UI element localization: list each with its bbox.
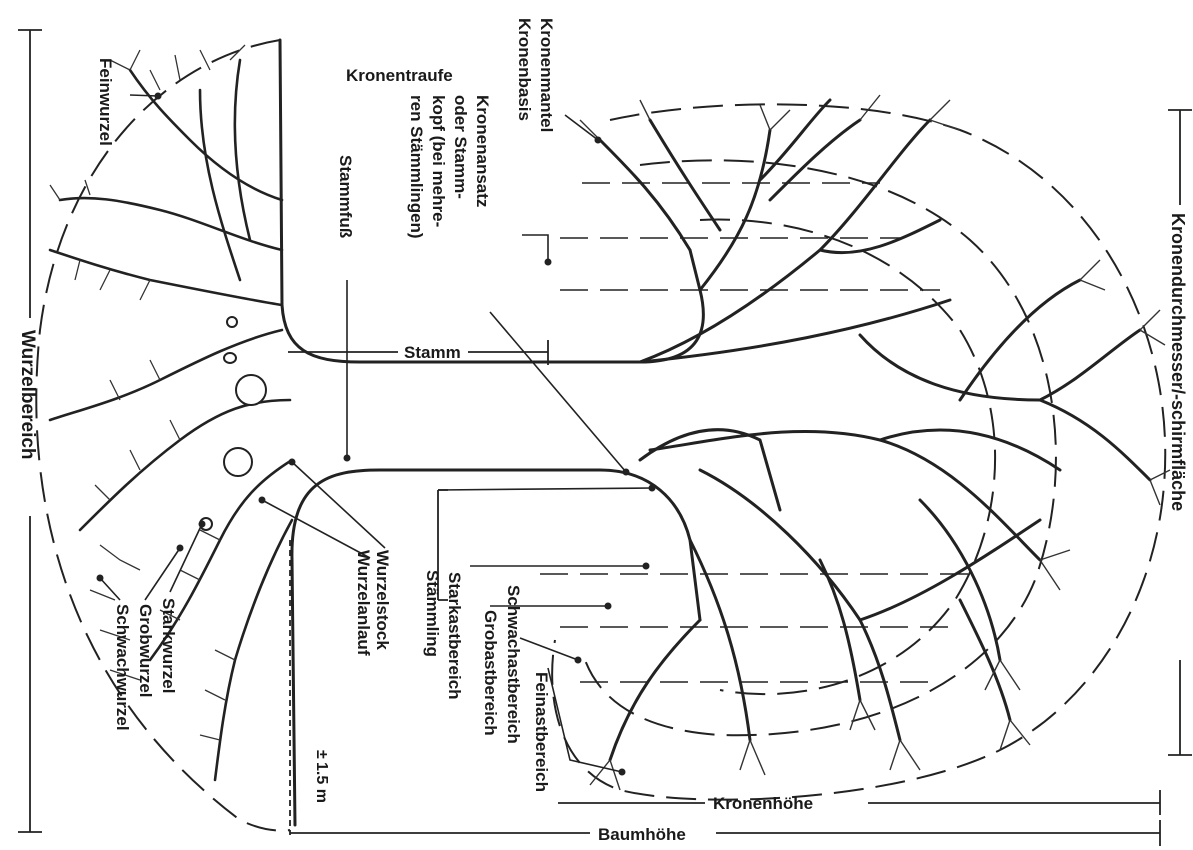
root-nodes <box>200 317 266 530</box>
branch <box>820 560 860 700</box>
label-grobwurzel: Grobwurzel <box>136 604 155 698</box>
twig <box>580 100 1105 290</box>
root <box>235 60 250 240</box>
label-feinwurzel: Feinwurzel <box>96 58 115 146</box>
leader-schwachwurzel <box>100 578 120 600</box>
leader-dot <box>595 137 602 144</box>
leader-dot <box>605 603 612 610</box>
label-kronenansatz-line1: Kronenansatz <box>473 95 492 207</box>
leader-lines <box>100 95 652 772</box>
leader-kronenbasis <box>522 235 548 262</box>
label-kronenansatz-line2: oder Stamm- <box>451 95 470 199</box>
leader-dot <box>545 259 552 266</box>
branch <box>650 120 720 230</box>
leader-dot <box>155 93 162 100</box>
leader-kronenmantel <box>565 115 598 140</box>
label-kronenansatz-line3: kopf (bei mehre- <box>429 95 448 227</box>
branch <box>860 335 1040 400</box>
root-node <box>227 317 237 327</box>
branch <box>690 540 750 740</box>
leader-staemmling <box>438 488 652 490</box>
leader-dot <box>575 657 582 664</box>
label-kronenbasis: Kronenbasis <box>515 18 534 121</box>
leader-dot <box>289 459 296 466</box>
label-wurzelbereich: Wurzelbereich <box>17 330 38 460</box>
branch <box>820 220 940 253</box>
leader-dot <box>344 455 351 462</box>
label-stamm: Stamm <box>404 343 461 362</box>
label-starkastbereich: Starkastbereich <box>445 572 464 700</box>
branch <box>1040 330 1140 400</box>
twig <box>850 660 1020 730</box>
leader-dot <box>199 521 206 528</box>
twig <box>1000 550 1070 750</box>
root-node <box>236 375 266 405</box>
branch <box>960 600 1010 720</box>
label-stammfuss: Stammfuß <box>336 155 355 238</box>
dimension-lines <box>18 30 1192 846</box>
label-starkwurzel: Starkwurzel <box>159 598 178 693</box>
branch <box>610 620 700 760</box>
root <box>130 70 282 200</box>
twig <box>760 95 960 130</box>
root-node <box>224 353 236 363</box>
label-staemmling: Stämmling <box>423 570 442 657</box>
label-grobastbereich: Grobastbereich <box>481 610 500 736</box>
label-wurzelanlauf: Wurzelanlauf <box>354 550 373 656</box>
label-baumhoehe: Baumhöhe <box>598 825 686 844</box>
label-schwachwurzel: Schwachwurzel <box>113 604 132 731</box>
root-node <box>224 448 252 476</box>
root <box>50 250 282 305</box>
root <box>80 400 290 530</box>
label-height-mark-sign: ± <box>313 750 330 759</box>
label-wurzelstock: Wurzelstock <box>373 550 392 650</box>
leader-feinwurzel <box>130 95 158 96</box>
leader-dot <box>259 497 266 504</box>
leader-schwachast <box>520 638 578 660</box>
label-kronentraufe: Kronentraufe <box>346 66 453 85</box>
label-kronenansatz-line4: ren Stämmlingen) <box>407 95 426 239</box>
root-zone-outline <box>36 40 290 831</box>
leader-dot <box>177 545 184 552</box>
leader-dot <box>623 469 630 476</box>
branch <box>640 300 950 362</box>
branch <box>770 120 860 200</box>
twig <box>590 740 920 790</box>
branch <box>700 470 900 740</box>
leader-dots <box>97 93 656 776</box>
root <box>215 520 292 780</box>
branch <box>600 140 690 250</box>
label-kronenansatz: Kronenansatz oder Stamm- kopf (bei mehre… <box>407 95 492 239</box>
label-kronenmantel: Kronenmantel <box>537 18 556 132</box>
label-kronendurchmesser: Kronendurchmesser/-schirmfläche <box>1168 213 1188 511</box>
leader-dot <box>619 769 626 776</box>
branch <box>920 500 1000 660</box>
leader-dot <box>643 563 650 570</box>
root <box>60 198 282 250</box>
label-schwachastbereich: Schwachastbereich <box>504 585 523 744</box>
leader-kronenansatz <box>490 312 626 472</box>
leader-dot <box>649 485 656 492</box>
label-kronenhoehe: Kronenhöhe <box>713 794 813 813</box>
leader-dot <box>97 575 104 582</box>
label-feinastbereich: Feinastbereich <box>532 672 551 792</box>
branch <box>960 280 1080 400</box>
branch <box>760 100 830 180</box>
fine-root <box>75 260 160 400</box>
leader-grobwurzel <box>145 548 180 600</box>
label-height-mark: 1.5 m <box>313 762 330 803</box>
branch <box>700 130 770 290</box>
